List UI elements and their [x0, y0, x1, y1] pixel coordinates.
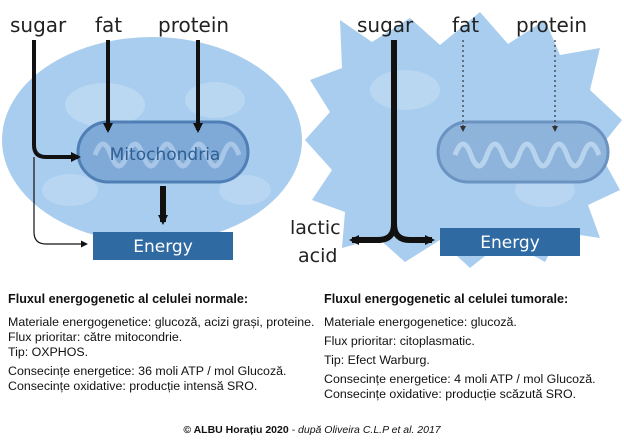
cell-texture-spot: [219, 175, 271, 205]
tumor-caption-flux: Flux prioritar: citoplasmatic.: [324, 334, 475, 348]
normal-caption-heading: Fluxul energogenetic al celulei normale:: [8, 292, 249, 306]
tumor-energy-box: Energy: [440, 228, 580, 256]
tumor-cell-caption: Fluxul energogenetic al celulei tumorale…: [324, 292, 596, 402]
acid-label: acid: [298, 245, 337, 267]
tumor-energy-arrow: [391, 223, 435, 245]
mitochondrion: Mitochondria: [76, 120, 250, 184]
tumor-caption-heading: Fluxul energogenetic al celulei tumorale…: [324, 292, 569, 306]
tumor-caption-type: Tip: Efect Warburg.: [324, 353, 430, 367]
cell-texture-spot: [65, 83, 145, 127]
normal-caption-oxidative: Consecințe oxidative: producție intensă …: [8, 379, 258, 393]
energy-box: Energy: [93, 232, 233, 260]
tumor-fat-label: fat: [452, 13, 479, 37]
normal-caption-type: Tip: OXPHOS.: [8, 345, 89, 359]
cell-texture-spot: [370, 70, 440, 110]
cell-texture-spot: [185, 82, 245, 118]
mitochondria-label: Mitochondria: [110, 145, 221, 165]
lactic-label: lactic: [290, 217, 341, 239]
sugar-to-mitochondria-arrow: [32, 40, 81, 162]
tumor-caption-energetic: Consecințe energetice: 4 moli ATP / mol …: [324, 372, 596, 386]
tumor-energy-label: Energy: [480, 233, 540, 253]
credit-source: - după Oliveira C.L.P et al. 2017: [288, 424, 441, 436]
tumor-mitochondrion: [436, 120, 610, 184]
protein-label: protein: [158, 13, 229, 37]
normal-caption-materials: Materiale energogenetice: glucoză, acizi…: [8, 315, 315, 329]
energogenetic-flux-diagram: Mitochondria sugar fat protein Energy: [2, 12, 622, 268]
tumor-caption-oxidative: Consecințe oxidative: producție scăzută …: [324, 387, 577, 401]
normal-caption-energetic: Consecințe energetice: 36 moli ATP / mol…: [8, 364, 287, 378]
normal-cell-caption: Fluxul energogenetic al celulei normale:…: [8, 292, 315, 394]
energy-label: Energy: [133, 237, 193, 257]
fat-label: fat: [95, 13, 122, 37]
sugar-to-energy-thin-arrow: [33, 157, 88, 248]
tumor-protein-label: protein: [516, 13, 587, 37]
cell-texture-spot: [42, 174, 98, 206]
tumor-caption-materials: Materiale energogenetice: glucoză.: [324, 315, 517, 329]
normal-caption-flux: Flux prioritar: către mitocondrie.: [8, 330, 183, 344]
credit-line: © ALBU Horațiu 2020 - după Oliveira C.L.…: [0, 424, 624, 436]
normal-cell: Mitochondria sugar fat protein Energy: [2, 13, 302, 260]
sugar-label: sugar: [10, 13, 67, 37]
credit-author: © ALBU Horațiu 2020: [183, 424, 289, 436]
tumor-sugar-label: sugar: [357, 13, 414, 37]
tumor-cell: sugar fat protein lactic acid Energy: [290, 12, 622, 268]
